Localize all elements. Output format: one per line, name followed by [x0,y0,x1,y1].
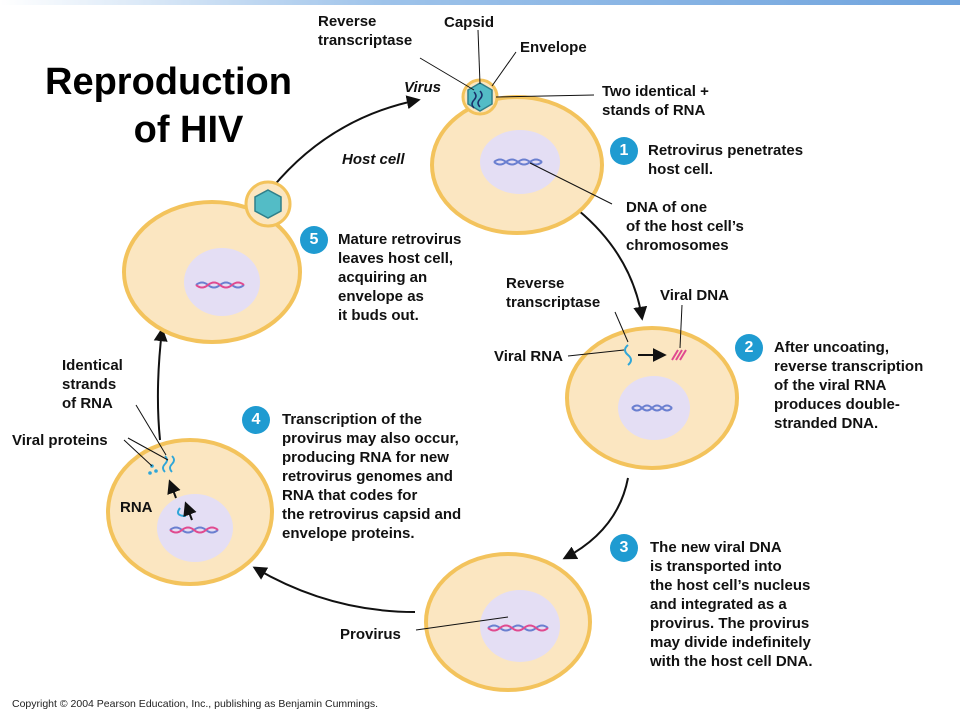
virus-particle-entering [461,78,499,116]
label-virus: Virus [404,79,441,96]
step-4-text: Transcription of the provirus may also o… [282,410,461,543]
step-line: provirus. The provirus [650,615,810,632]
step-line: Retrovirus penetrates [648,142,804,159]
step-line: RNA that codes for [282,487,418,504]
step-line: and integrated as a [650,596,787,613]
label-line: chromosomes [626,237,729,254]
label-line: transcriptase [318,32,413,49]
step-1-badge: 1 [610,137,638,165]
label-host-cell: Host cell [342,151,405,168]
step-line: leaves host cell, [338,250,454,267]
label-line: of the host cell’s [626,218,744,235]
step-line: acquiring an [338,269,428,286]
label-viral-proteins: Viral proteins [12,432,108,449]
label-viral-dna: Viral DNA [660,287,729,304]
leader-lines [123,29,683,631]
step-line: of the viral RNA [774,377,887,394]
step-line: may divide indefinitely [650,634,811,651]
step-line: The new viral DNA [650,539,782,556]
host-cell-3 [424,552,592,692]
label-viral-rna: Viral RNA [494,348,563,365]
host-cell-4 [106,438,274,586]
cycle-arrow-2-to-3 [562,477,629,560]
label-reverse-transcriptase-mid: Reverse transcriptase [506,274,600,312]
label-line: Identical [62,357,123,374]
label-line: DNA of one [626,199,708,216]
step-2-badge: 2 [735,334,763,362]
label-two-identical-strands: Two identical + stands of RNA [602,82,709,120]
step-line: Transcription of the [282,411,423,428]
copyright-notice: Copyright © 2004 Pearson Education, Inc.… [12,698,379,710]
step-line: the retrovirus capsid and [282,506,462,523]
label-provirus: Provirus [340,626,401,643]
step-line: host cell. [648,161,714,178]
step-line: reverse transcription [774,358,924,375]
step-2-text: After uncoating, reverse transcription o… [774,338,923,433]
label-line: transcriptase [506,294,601,311]
step-1-text: Retrovirus penetrates host cell. [648,141,803,179]
step-4-badge: 4 [242,406,270,434]
label-line: strands [62,376,117,393]
cycle-arrow-4-to-5 [153,327,168,441]
step-line: stranded DNA. [774,415,879,432]
step-3-badge: 3 [610,534,638,562]
label-dna-of-one: DNA of one of the host cell’s chromosome… [626,198,744,255]
label-line: Reverse [506,275,565,292]
step-line: provirus may also occur, [282,430,459,447]
step-line: produces double- [774,396,900,413]
step-5-badge: 5 [300,226,328,254]
step-line: envelope as [338,288,424,305]
label-rna: RNA [120,499,153,516]
step-line: envelope proteins. [282,525,415,542]
step-line: Mature retrovirus [338,231,462,248]
step-5-text: Mature retrovirus leaves host cell, acqu… [338,230,461,325]
host-cell-2 [565,326,739,470]
label-capsid: Capsid [444,14,495,31]
top-gradient-bar [0,0,960,5]
cycle-arrow-3-to-4 [252,566,416,613]
step-line: is transported into [650,558,782,575]
cycle-arrow-5-to-1 [271,95,421,189]
label-line: Two identical + [602,83,709,100]
step-line: it buds out. [338,307,419,324]
step-line: with the host cell DNA. [650,653,813,670]
step-line: the host cell’s nucleus [650,577,811,594]
label-line: of RNA [62,395,113,412]
label-envelope: Envelope [520,39,587,56]
step-line: retrovirus genomes and [282,468,453,485]
step-line: producing RNA for new [282,449,449,466]
step-line: After uncoating, [774,339,889,356]
label-line: stands of RNA [602,102,706,119]
host-cell-5 [122,180,302,344]
label-reverse-transcriptase-top: Reverse transcriptase [318,12,412,50]
host-cell-1 [430,95,604,235]
step-3-text: The new viral DNA is transported into th… [650,538,813,671]
cycle-arrow-1-to-2 [577,209,648,321]
label-line: Reverse [318,13,377,30]
title-line-2: of HIV [133,109,244,151]
slide-title: Reproduction of HIV [26,58,311,154]
title-line-1: Reproduction [45,61,292,103]
label-identical-strands: Identical strands of RNA [62,356,123,413]
